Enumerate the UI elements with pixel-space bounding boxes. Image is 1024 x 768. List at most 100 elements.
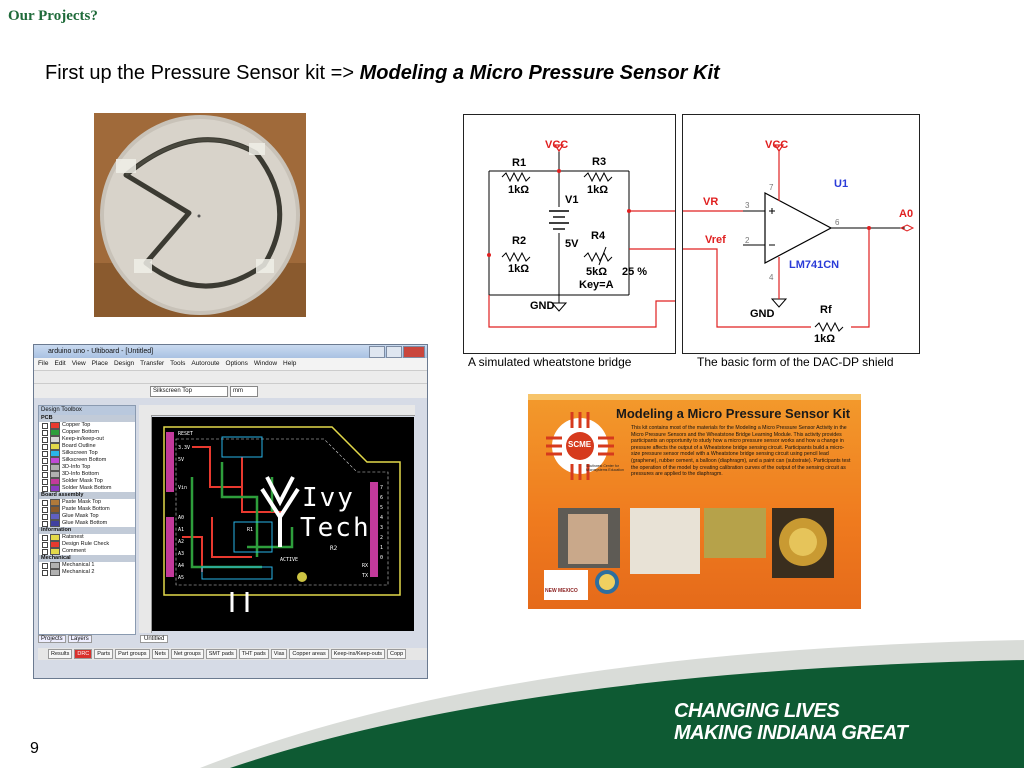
layer-visibility-checkbox[interactable] [42, 429, 48, 436]
bridge-vcc-label: VCC [545, 139, 569, 151]
kit-poster: SCME Southwest Center for Microsystems E… [528, 394, 861, 609]
layer-row[interactable]: Glue Mask Top [39, 513, 135, 520]
layer-visibility-checkbox[interactable] [42, 464, 48, 471]
shield-vcc-label: VCC [765, 139, 789, 151]
menu-view[interactable]: View [71, 360, 86, 367]
layer-visibility-checkbox[interactable] [42, 548, 48, 555]
spreadsheet-tab[interactable]: Vias [270, 649, 288, 659]
layer-visibility-checkbox[interactable] [42, 443, 48, 450]
spreadsheet-tab[interactable]: SMT pads [205, 649, 237, 659]
spreadsheet-tab[interactable]: Copper areas [289, 649, 329, 659]
dac-dp-shield-schematic: VCC U1 VR Vref A0 LM741CN 3 2 6 7 4 GND … [682, 114, 920, 354]
spreadsheet-tab[interactable]: Nets [151, 649, 169, 659]
spreadsheet-tab[interactable]: THT pads [238, 649, 269, 659]
menu-tools[interactable]: Tools [170, 360, 186, 367]
pcb-canvas[interactable]: Ivy Tech RESET 3.3V 5V Vin A0 A1 A2 A3 A… [152, 417, 414, 631]
layer-visibility-checkbox[interactable] [42, 478, 48, 485]
layer-visibility-checkbox[interactable] [42, 436, 48, 443]
layer-name: Copper Bottom [62, 429, 99, 435]
layer-name: Solder Mask Top [62, 478, 103, 484]
tab-projects[interactable]: Projects [38, 635, 66, 643]
spreadsheet-tab[interactable]: Copp [387, 649, 407, 659]
layer-row[interactable]: Design Rule Check [39, 541, 135, 548]
layer-row[interactable]: Comment [39, 548, 135, 555]
pcb-reset-label: RESET [178, 431, 194, 437]
layer-row[interactable]: Silkscreen Bottom [39, 457, 135, 464]
pcb-5v-label: 5V [178, 457, 185, 463]
layer-row[interactable]: Paste Mask Bottom [39, 506, 135, 513]
spreadsheet-tab[interactable]: DRC [74, 649, 93, 659]
close-button[interactable] [403, 346, 425, 358]
menu-file[interactable]: File [38, 360, 49, 367]
layer-toolbar: Silkscreen Top mm [34, 383, 427, 398]
menu-design[interactable]: Design [113, 360, 135, 367]
tab-layers[interactable]: Layers [67, 635, 92, 643]
poster-body: This kit contains most of the materials … [631, 425, 851, 478]
spreadsheet-tab[interactable]: Part groups [115, 649, 150, 659]
layer-visibility-checkbox[interactable] [42, 520, 48, 527]
layer-visibility-checkbox[interactable] [42, 534, 48, 541]
group-information[interactable]: Information [39, 527, 135, 534]
menu-autoroute[interactable]: Autoroute [191, 360, 220, 367]
layer-row[interactable]: Mechanical 1 [39, 562, 135, 569]
layer-visibility-checkbox[interactable] [42, 457, 48, 464]
layer-visibility-checkbox[interactable] [42, 513, 48, 520]
menu-transfer[interactable]: Transfer [140, 360, 165, 367]
layer-row[interactable]: 3D-Info Top [39, 464, 135, 471]
group-board-assembly[interactable]: Board assembly [39, 492, 135, 499]
layer-visibility-checkbox[interactable] [42, 569, 48, 576]
menu-edit[interactable]: Edit [54, 360, 66, 367]
layer-row[interactable]: Mechanical 2 [39, 569, 135, 576]
minimize-button[interactable] [369, 346, 385, 358]
tab-untitled[interactable]: Untitled [140, 635, 169, 643]
layer-row[interactable]: Silkscreen Top [39, 450, 135, 457]
group-mechanical[interactable]: Mechanical [39, 555, 135, 562]
bridge-r4-key: Key=A [579, 279, 614, 291]
menu-window[interactable]: Window [253, 360, 278, 367]
pcb-r2-label: R2 [330, 545, 338, 552]
main-toolbar[interactable] [34, 370, 427, 383]
spreadsheet-tab[interactable]: Results [48, 649, 73, 659]
maximize-button[interactable] [386, 346, 402, 358]
menu-options[interactable]: Options [225, 360, 248, 367]
layer-row[interactable]: Glue Mask Bottom [39, 520, 135, 527]
pcb-digital-3: 3 [380, 525, 384, 531]
layer-row[interactable]: 3D-Info Bottom [39, 471, 135, 478]
layer-row[interactable]: Copper Bottom [39, 429, 135, 436]
pcb-digital-5: 5 [380, 505, 384, 511]
layer-row[interactable]: Keep-in/keep-out [39, 436, 135, 443]
menu-place[interactable]: Place [91, 360, 108, 367]
layer-visibility-checkbox[interactable] [42, 422, 48, 429]
layer-visibility-checkbox[interactable] [42, 541, 48, 548]
layer-visibility-checkbox[interactable] [42, 450, 48, 457]
spreadsheet-tab[interactable]: Keep-ins/Keep-outs [330, 649, 386, 659]
layer-row[interactable]: Board Outline [39, 443, 135, 450]
layer-visibility-checkbox[interactable] [42, 471, 48, 478]
layer-select[interactable]: Silkscreen Top [150, 386, 228, 397]
shield-caption: The basic form of the DAC-DP shield [697, 355, 894, 369]
layer-visibility-checkbox[interactable] [42, 506, 48, 513]
layer-visibility-checkbox[interactable] [42, 485, 48, 492]
spreadsheet-tab[interactable]: Parts [94, 649, 114, 659]
pcb-analog-a1: A1 [178, 527, 185, 533]
unit-select[interactable]: mm [230, 386, 258, 397]
layer-name: Copper Top [62, 422, 91, 428]
bridge-gnd-label: GND [530, 300, 555, 312]
toolbox-title: Design Toolbox [39, 406, 135, 415]
layer-visibility-checkbox[interactable] [42, 562, 48, 569]
layer-color-swatch [50, 520, 60, 527]
layer-row[interactable]: Solder Mask Top [39, 478, 135, 485]
spreadsheet-tab[interactable]: Net groups [170, 649, 204, 659]
layer-row[interactable]: Paste Mask Top [39, 499, 135, 506]
bridge-r1-label: R1 [512, 157, 527, 169]
layer-row[interactable]: Solder Mask Bottom [39, 485, 135, 492]
slide-title-emphasis: Modeling a Micro Pressure Sensor Kit [359, 62, 720, 84]
layer-row[interactable]: Copper Top [39, 422, 135, 429]
layer-color-swatch [50, 569, 60, 576]
group-pcb[interactable]: PCB [39, 415, 135, 422]
pcb-digital-0: 0 [380, 555, 384, 561]
layer-row[interactable]: Ratsnest [39, 534, 135, 541]
menu-help[interactable]: Help [283, 360, 297, 367]
layer-visibility-checkbox[interactable] [42, 499, 48, 506]
